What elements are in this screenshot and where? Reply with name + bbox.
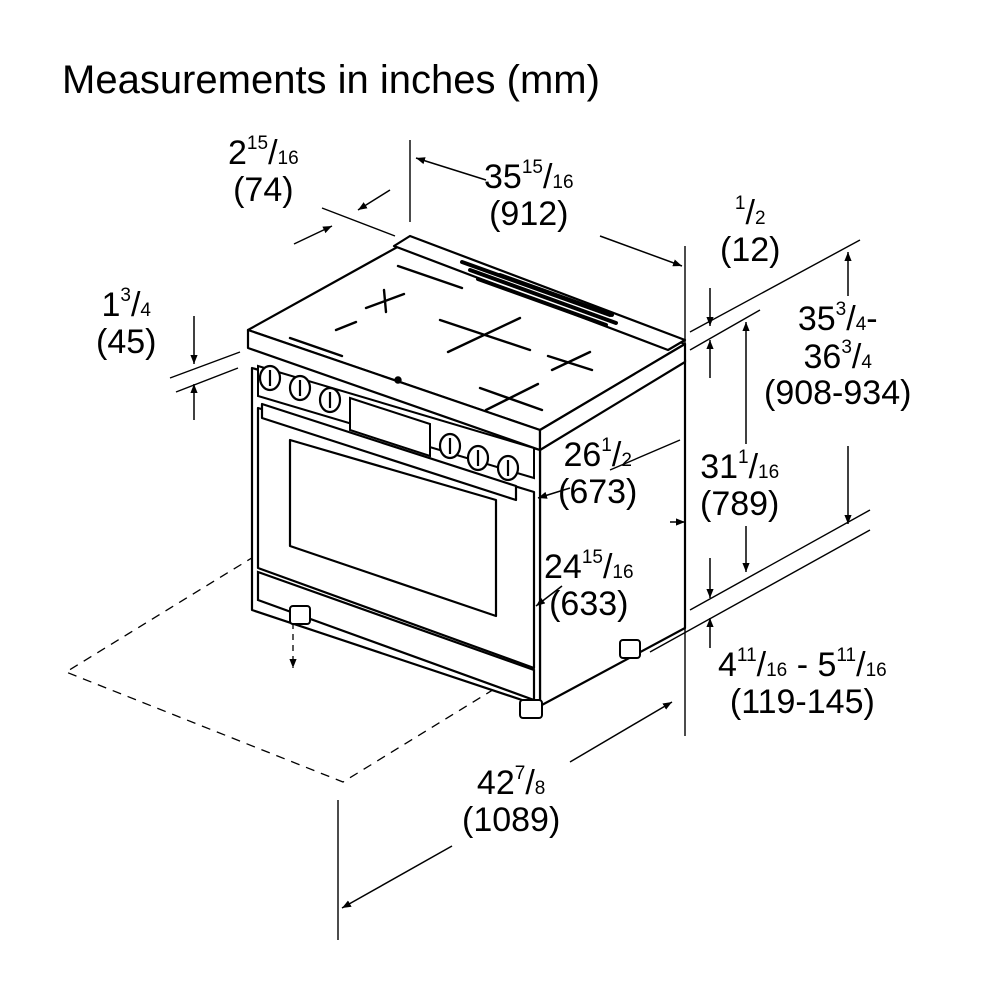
- extension-lines: [170, 140, 870, 940]
- dim-cabinet-height: 311/16 (789): [700, 447, 780, 523]
- knob-icon: [320, 388, 340, 412]
- control-knobs: [260, 366, 518, 480]
- oven-window: [290, 440, 496, 616]
- oven-door: [258, 404, 534, 668]
- dim-depth-top: 261/2 (673): [558, 435, 638, 511]
- dim-top-thickness: 1/2 (12): [720, 193, 781, 269]
- dimension-arrows: [190, 157, 852, 908]
- dim-back-offset: 215/16 (74): [228, 133, 299, 209]
- vent-slots: [462, 262, 616, 325]
- dim-leg-height: 411/16 - 511/16 (119-145): [718, 645, 887, 721]
- dim-backguard: 13/4 (45): [96, 285, 157, 361]
- dim-door-open-depth: 427/8 (1089): [462, 763, 561, 839]
- dim-width: 3515/16 (912): [484, 157, 574, 233]
- cooktop-burners: [290, 266, 592, 410]
- range-legs: [290, 606, 640, 718]
- page-title: Measurements in inches (mm): [62, 58, 600, 102]
- knob-icon: [290, 376, 310, 400]
- dim-depth-body: 2415/16 (633): [544, 547, 634, 623]
- control-display: [350, 398, 430, 456]
- knob-icon: [440, 434, 460, 458]
- dim-overall-height: 353/4- 363/4 (908-934): [764, 299, 912, 413]
- knob-icon: [468, 446, 488, 470]
- knob-icon: [498, 456, 518, 480]
- oven-handle: [262, 404, 516, 500]
- knob-icon: [260, 366, 280, 390]
